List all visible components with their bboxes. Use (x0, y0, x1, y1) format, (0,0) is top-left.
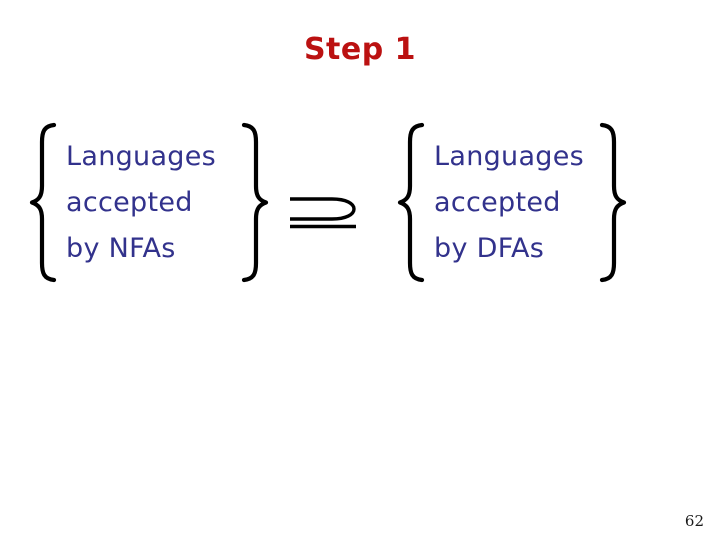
left-set-group: Languages accepted by NFAs (28, 120, 270, 285)
left-set-open-brace-icon (28, 120, 58, 285)
superset-or-equal-icon (288, 194, 362, 230)
left-set-lines: Languages accepted by NFAs (58, 120, 240, 285)
right-set-line-3: by DFAs (434, 232, 545, 264)
right-set-open-brace-icon (396, 120, 426, 285)
left-set-line-2: accepted (66, 186, 193, 218)
left-set-line-1: Languages (66, 140, 217, 172)
right-set-group: Languages accepted by DFAs (396, 120, 628, 285)
page-title: Step 1 (303, 32, 417, 67)
right-set-line-2: accepted (434, 186, 561, 218)
left-set-close-brace-icon (240, 120, 270, 285)
page-number: 62 (684, 512, 704, 530)
set-relation-row: Languages accepted by NFAs (0, 120, 720, 285)
right-set-close-brace-icon (598, 120, 628, 285)
left-set-line-3: by NFAs (66, 232, 176, 264)
right-set-line-1: Languages (434, 140, 585, 172)
right-set-lines: Languages accepted by DFAs (426, 120, 598, 285)
